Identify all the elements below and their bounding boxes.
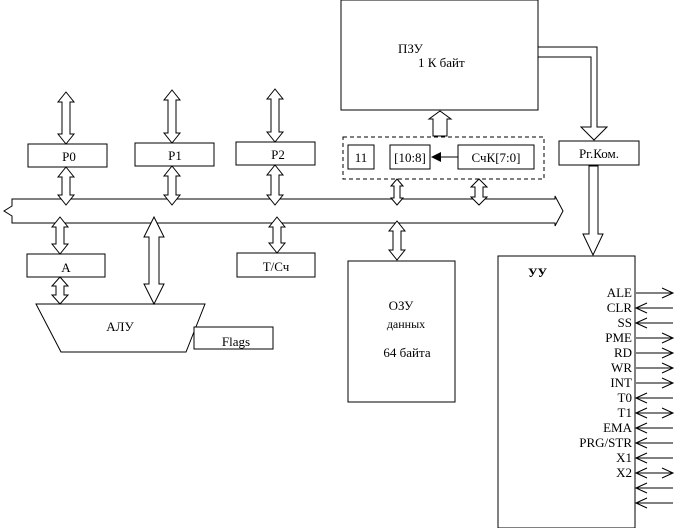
port-p0-external-arrow: [56, 91, 76, 145]
signal-label-pme: PME: [605, 330, 632, 345]
port-p0-bus-arrow: [56, 166, 76, 206]
rom-block: [340, 0, 539, 111]
port-p2-external-arrow: [265, 88, 285, 143]
ram-block: [347, 260, 456, 403]
signal-label-x1: X1: [616, 450, 632, 465]
port-p1-block: [134, 142, 215, 167]
pc-low-bus-arrow: [469, 178, 489, 206]
signal-arrowhead-8-1: [634, 407, 648, 419]
timer-counter-block: [236, 252, 316, 278]
port-p2-bus-arrow: [265, 164, 285, 206]
port-p1-bus-arrow: [162, 165, 182, 206]
instruction-register-label: Рг.Ком.: [579, 146, 619, 161]
signal-label-clr: CLR: [607, 300, 633, 315]
pc-const-block: [347, 144, 375, 170]
signal-label-ss: SS: [618, 315, 632, 330]
port-p0-label: P0: [62, 149, 76, 164]
timer-bus-arrow: [267, 216, 287, 254]
accumulator-block: [26, 253, 106, 278]
pc-high-block: [389, 144, 431, 170]
program-counter-group: [342, 136, 545, 180]
pc-carry-arrowhead: [431, 152, 441, 162]
signal-arrowhead-11-0: [634, 452, 648, 464]
pc-const-label: 11: [355, 150, 368, 165]
signal-arrowhead-0-0: [661, 287, 675, 299]
signal-arrowhead-9-0: [634, 422, 648, 434]
signal-label-t1: T1: [618, 405, 632, 420]
signal-arrowhead-13-0: [634, 482, 648, 494]
signal-arrowhead-3-0: [661, 332, 675, 344]
ir-to-control-arrow: [582, 165, 604, 257]
timer-counter-label: Т/Сч: [263, 259, 290, 274]
ram-size: 64 байта: [383, 345, 430, 360]
signal-arrowhead-8-0: [661, 407, 675, 419]
signal-arrowhead-5-0: [661, 362, 675, 374]
pc-high-label: [10:8]: [394, 150, 426, 165]
pc-low-label: СчК[7:0]: [472, 150, 521, 165]
port-p2-label: P2: [271, 147, 285, 162]
signal-arrowhead-14-0: [634, 497, 648, 509]
alu-block: [35, 303, 206, 353]
pc-to-rom-arrow: [427, 110, 453, 137]
ram-title: ОЗУ: [389, 298, 415, 313]
port-p0-block: [27, 143, 108, 168]
accumulator-label: A: [61, 260, 71, 275]
pc-low-block: [457, 144, 535, 170]
ram-bus-arrow: [387, 220, 407, 261]
control-unit-block: [497, 255, 636, 528]
instruction-register-block: [558, 140, 640, 166]
signal-label-prg-str: PRG/STR: [579, 435, 632, 450]
signal-arrowhead-6-0: [661, 377, 675, 389]
signal-arrowhead-10-0: [634, 437, 648, 449]
signal-arrowhead-12-0: [661, 467, 675, 479]
port-p1-external-arrow: [162, 89, 182, 144]
alu-bus-arrow: [143, 215, 165, 306]
internal-bus: [3, 195, 564, 227]
signal-label-ema: EMA: [603, 420, 633, 435]
rom-title: ПЗУ: [398, 41, 424, 56]
ram-subtitle: данных: [387, 317, 425, 331]
flags-label: Flags: [222, 334, 250, 349]
port-p1-label: P1: [168, 148, 182, 163]
signal-arrowhead-12-1: [634, 467, 648, 479]
signal-arrowhead-7-0: [634, 392, 648, 404]
pc-high-bus-arrow: [389, 178, 405, 206]
control-unit-title: УУ: [528, 265, 548, 280]
rom-size: 1 К байт: [418, 55, 465, 70]
signal-arrowhead-1-0: [634, 302, 648, 314]
accumulator-alu-arrow: [50, 276, 70, 305]
signal-arrowhead-2-0: [634, 317, 648, 329]
rom-to-ir-arrow: [537, 46, 609, 141]
signal-label-rd: RD: [614, 345, 632, 360]
signal-label-x2: X2: [616, 465, 632, 480]
flags-block: [193, 326, 274, 350]
signal-label-int: INT: [610, 375, 632, 390]
accumulator-bus-arrow: [50, 216, 70, 255]
signal-label-t0: T0: [618, 390, 632, 405]
alu-label: АЛУ: [106, 319, 134, 334]
signal-label-wr: WR: [611, 360, 632, 375]
signal-label-ale: ALE: [607, 285, 632, 300]
signal-arrowhead-4-0: [661, 347, 675, 359]
